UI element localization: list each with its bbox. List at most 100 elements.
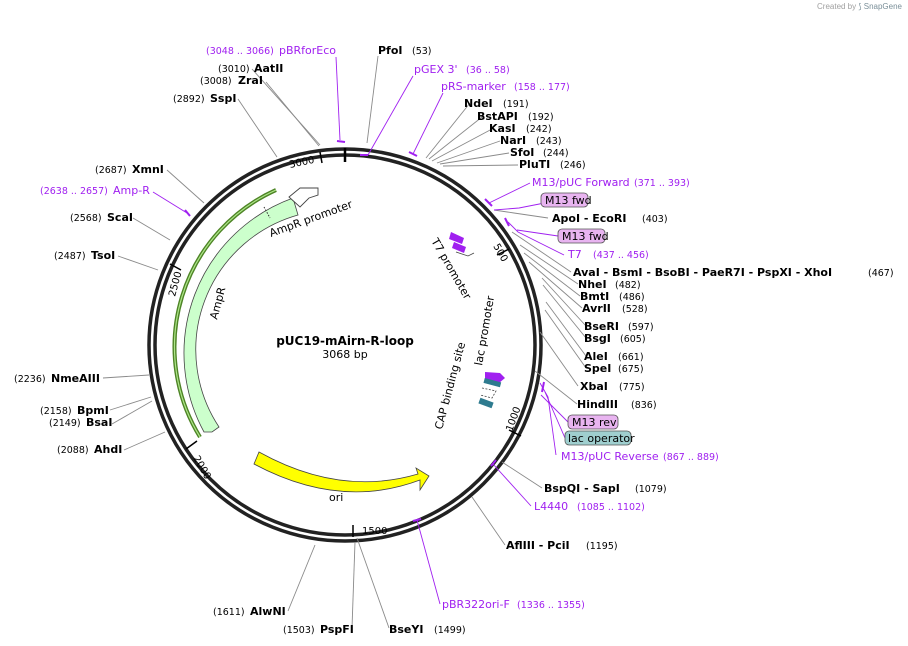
enzyme-spei: SpeI [584, 362, 611, 375]
enzyme-zrai: ZraI [238, 74, 263, 87]
primer-prs-marker[interactable]: pRS-marker [441, 80, 506, 93]
lac-operator-box[interactable] [564, 430, 632, 446]
snapgene-logo: ⟆ [858, 2, 862, 11]
enzyme-xmni: XmnI [132, 163, 164, 176]
m13-rev-box[interactable] [567, 414, 619, 430]
cap-site-feature[interactable] [478, 397, 494, 409]
enzyme-bsai: BsaI [86, 416, 112, 429]
enzyme-aatii: AatII [254, 62, 283, 75]
enzyme-kasi-pos: (242) [526, 124, 552, 135]
m13-fwd-box-2-label: M13 fwd [562, 230, 609, 243]
primer-pbrforeco[interactable]: pBRforEco [279, 44, 336, 57]
lac-operator-feature[interactable] [483, 377, 502, 388]
primer-pgex3-range: (36 .. 58) [466, 65, 510, 76]
enzyme-aatii-pos: (3010) [218, 64, 250, 75]
enzyme-bstapi-pos: (192) [528, 112, 554, 123]
m13-fwd-box-1-label: M13 fwd [545, 194, 592, 207]
primer-pbrforeco-range: (3048 .. 3066) [206, 46, 274, 57]
enzyme-ndei-pos: (191) [503, 99, 529, 110]
enzyme-kasi: KasI [489, 122, 516, 135]
primer-m13-puc-reverse[interactable]: M13/pUC Reverse [561, 450, 659, 463]
enzyme-nmeaiii-pos: (2236) [14, 374, 46, 385]
primer-t7[interactable]: T7 [567, 248, 582, 261]
enzyme-nhei: NheI [578, 278, 607, 291]
lac-promoter-label: lac promoter [472, 294, 497, 366]
enzyme-nmeaiii: NmeAIII [51, 372, 100, 385]
primer-pbr322ori-f-range: (1336 .. 1355) [517, 600, 585, 611]
enzyme-sfoi: SfoI [510, 146, 534, 159]
tick-marks [169, 151, 522, 537]
enzyme-alei: AleI [584, 350, 608, 363]
enzyme-tsoi-pos: (2487) [54, 251, 86, 262]
enzyme-avrii-pos: (528) [622, 304, 648, 315]
enzyme-bmti-pos: (486) [619, 292, 645, 303]
primer-m13-puc-forward-range: (371 .. 393) [634, 178, 690, 189]
enzyme-nari: NarI [500, 134, 526, 147]
enzyme-pfoi-pos: (53) [412, 46, 432, 57]
primer-prs-marker-range: (158 .. 177) [514, 82, 570, 93]
enzyme-bseyi: BseYI [389, 623, 423, 636]
enzyme-bspqi-sapi: BspQI - SapI [544, 482, 620, 495]
enzyme-scai-pos: (2568) [70, 213, 102, 224]
enzyme-bseyi-pos: (1499) [434, 625, 466, 636]
enzyme-sfoi-pos: (244) [543, 148, 569, 159]
m13-fwd-box-1[interactable] [540, 192, 589, 208]
enzyme-ahdi: AhdI [94, 443, 122, 456]
primer-amp-r-range: (2638 .. 2657) [40, 186, 108, 197]
enzyme-alwni: AlwNI [250, 605, 286, 618]
t7-promoter-label: T7 promoter [428, 235, 474, 302]
ampr-promoter-arrow[interactable] [288, 187, 319, 208]
enzyme-bpmi: BpmI [77, 404, 109, 417]
enzyme-bsgi-pos: (605) [620, 334, 646, 345]
enzyme-pluti: PluTI [519, 158, 550, 171]
primer-m13-puc-forward[interactable]: M13/pUC Forward [532, 176, 630, 189]
ori-label: ori [329, 491, 343, 504]
tick-label-3000: 3000 [288, 155, 315, 171]
primer-pbr322ori-f[interactable]: pBR322ori-F [442, 598, 510, 611]
enzyme-ahdi-pos: (2088) [57, 445, 89, 456]
enzyme-afliii-pcii: AflIII - PciI [506, 539, 570, 552]
enzyme-leader-lines [102, 55, 587, 629]
enzyme-sspi: SspI [210, 92, 236, 105]
enzyme-nari-pos: (243) [536, 136, 562, 147]
enzyme-bsai-pos: (2149) [49, 418, 81, 429]
ampr-label: AmpR [207, 285, 228, 320]
credit-prefix: Created by [817, 2, 857, 11]
plasmid-name: pUC19-mAirn-R-loop [276, 334, 414, 348]
t7-feature-a[interactable] [449, 232, 464, 244]
lac-operator-box-label: lac operator [568, 432, 635, 445]
enzyme-xbai: XbaI [580, 380, 608, 393]
enzyme-nhei-pos: (482) [615, 280, 641, 291]
enzyme-afliii-pcii-pos: (1195) [586, 541, 618, 552]
primer-l4440[interactable]: L4440 [534, 500, 568, 513]
enzyme-spei-pos: (675) [618, 364, 644, 375]
enzyme-alei-pos: (661) [618, 352, 644, 363]
enzyme-bstapi: BstAPI [477, 110, 518, 123]
enzyme-xmni-pos: (2687) [95, 165, 127, 176]
plasmid-length: 3068 bp [322, 348, 367, 361]
tick-label-1500: 1500 [362, 526, 387, 537]
enzyme-aval-group: AvaI - BsmI - BsoBI - PaeR7I - PspXI - X… [573, 266, 832, 279]
enzyme-tsoi: TsoI [91, 249, 115, 262]
m13-fwd-box-2[interactable] [557, 228, 606, 244]
ori-feature[interactable] [253, 451, 430, 493]
enzyme-pspfi: PspFI [320, 623, 354, 636]
enzyme-bsgi: BsgI [584, 332, 611, 345]
enzyme-pluti-pos: (246) [560, 160, 586, 171]
enzyme-bseri-pos: (597) [628, 322, 654, 333]
enzyme-zrai-pos: (3008) [200, 76, 232, 87]
primer-amp-r[interactable]: Amp-R [113, 184, 150, 197]
primer-pgex3[interactable]: pGEX 3' [414, 63, 458, 76]
lac-promoter-arrow [479, 387, 497, 399]
enzyme-hindiii-pos: (836) [631, 400, 657, 411]
enzyme-hindiii: HindIII [577, 398, 618, 411]
t7-feature-b[interactable] [452, 242, 466, 253]
cap-site-label: CAP binding site [432, 341, 468, 431]
enzyme-sspi-pos: (2892) [173, 94, 205, 105]
ampr-feature[interactable] [183, 197, 299, 433]
primer-t7-range: (437 .. 456) [593, 250, 649, 261]
enzyme-pspfi-pos: (1503) [283, 625, 315, 636]
t7-promoter-arrow [455, 251, 475, 257]
enzyme-bspqi-sapi-pos: (1079) [635, 484, 667, 495]
enzyme-apoi-ecori-pos: (403) [642, 214, 668, 225]
